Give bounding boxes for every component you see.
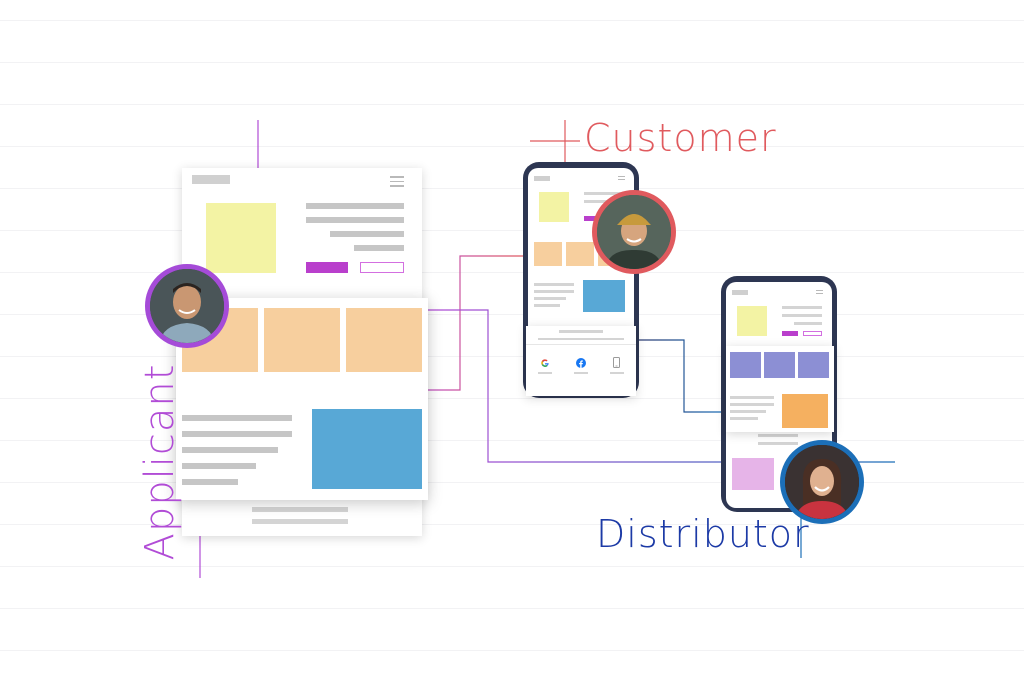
text-line xyxy=(182,431,292,437)
text-line xyxy=(559,330,603,333)
text-line xyxy=(730,403,774,406)
feature-tile xyxy=(264,308,340,372)
icon-caption xyxy=(610,372,624,374)
text-line xyxy=(330,231,404,237)
logo-placeholder xyxy=(192,175,230,184)
text-line xyxy=(584,192,624,195)
text-line xyxy=(182,415,292,421)
divider xyxy=(526,344,636,345)
text-line xyxy=(538,338,624,340)
text-line xyxy=(182,463,256,469)
mobile-phone-icon[interactable] xyxy=(613,357,620,368)
footer-line xyxy=(758,434,798,437)
text-line xyxy=(730,410,766,413)
hamburger-menu-icon[interactable] xyxy=(390,176,404,190)
google-icon[interactable] xyxy=(540,358,550,368)
feature-tile xyxy=(764,352,795,378)
text-line xyxy=(534,304,560,307)
footer-line xyxy=(758,442,798,445)
distributor-label: Distributor xyxy=(596,512,810,556)
hamburger-menu-icon[interactable] xyxy=(618,176,625,182)
customer-avatar xyxy=(592,190,676,274)
feature-tile xyxy=(798,352,829,378)
customer-login-panel xyxy=(526,326,636,396)
text-line xyxy=(306,217,404,223)
text-line xyxy=(306,203,404,209)
hero-image-placeholder xyxy=(737,306,767,336)
text-line xyxy=(794,322,822,325)
content-image-placeholder xyxy=(732,458,774,490)
text-line xyxy=(782,314,822,317)
applicant-to-customer-line xyxy=(428,255,525,391)
feature-tile xyxy=(566,242,594,266)
feature-tile xyxy=(534,242,562,266)
text-line xyxy=(182,447,278,453)
footer-line xyxy=(252,519,348,524)
primary-button[interactable] xyxy=(584,216,600,221)
logo-placeholder xyxy=(534,176,550,181)
hamburger-menu-icon[interactable] xyxy=(816,290,823,296)
applicant-label: Applicant xyxy=(137,363,183,561)
logo-placeholder xyxy=(732,290,748,295)
secondary-button[interactable] xyxy=(360,262,404,273)
distributor-avatar xyxy=(780,440,864,524)
distributor-overlay-card xyxy=(726,346,834,432)
footer-line xyxy=(252,507,348,512)
feature-tile xyxy=(730,352,761,378)
customer-to-distributor-line xyxy=(636,339,726,413)
feature-tile xyxy=(346,308,422,372)
content-image-placeholder xyxy=(782,394,828,428)
text-line xyxy=(534,297,566,300)
facebook-icon[interactable] xyxy=(576,358,586,368)
icon-caption xyxy=(574,372,588,374)
content-image-placeholder xyxy=(312,409,422,489)
primary-button[interactable] xyxy=(782,331,798,336)
text-line xyxy=(354,245,404,251)
text-line xyxy=(182,479,238,485)
hero-image-placeholder xyxy=(206,203,276,273)
text-line xyxy=(782,306,822,309)
applicant-to-distributor-line xyxy=(428,309,895,463)
text-line xyxy=(534,290,574,293)
icon-caption xyxy=(538,372,552,374)
primary-button[interactable] xyxy=(306,262,348,273)
customer-label: Customer xyxy=(584,116,777,160)
text-line xyxy=(534,283,574,286)
text-line xyxy=(730,417,758,420)
hero-image-placeholder xyxy=(539,192,569,222)
applicant-avatar xyxy=(145,264,229,348)
text-line xyxy=(730,396,774,399)
content-image-placeholder xyxy=(583,280,625,312)
secondary-button[interactable] xyxy=(803,331,822,336)
